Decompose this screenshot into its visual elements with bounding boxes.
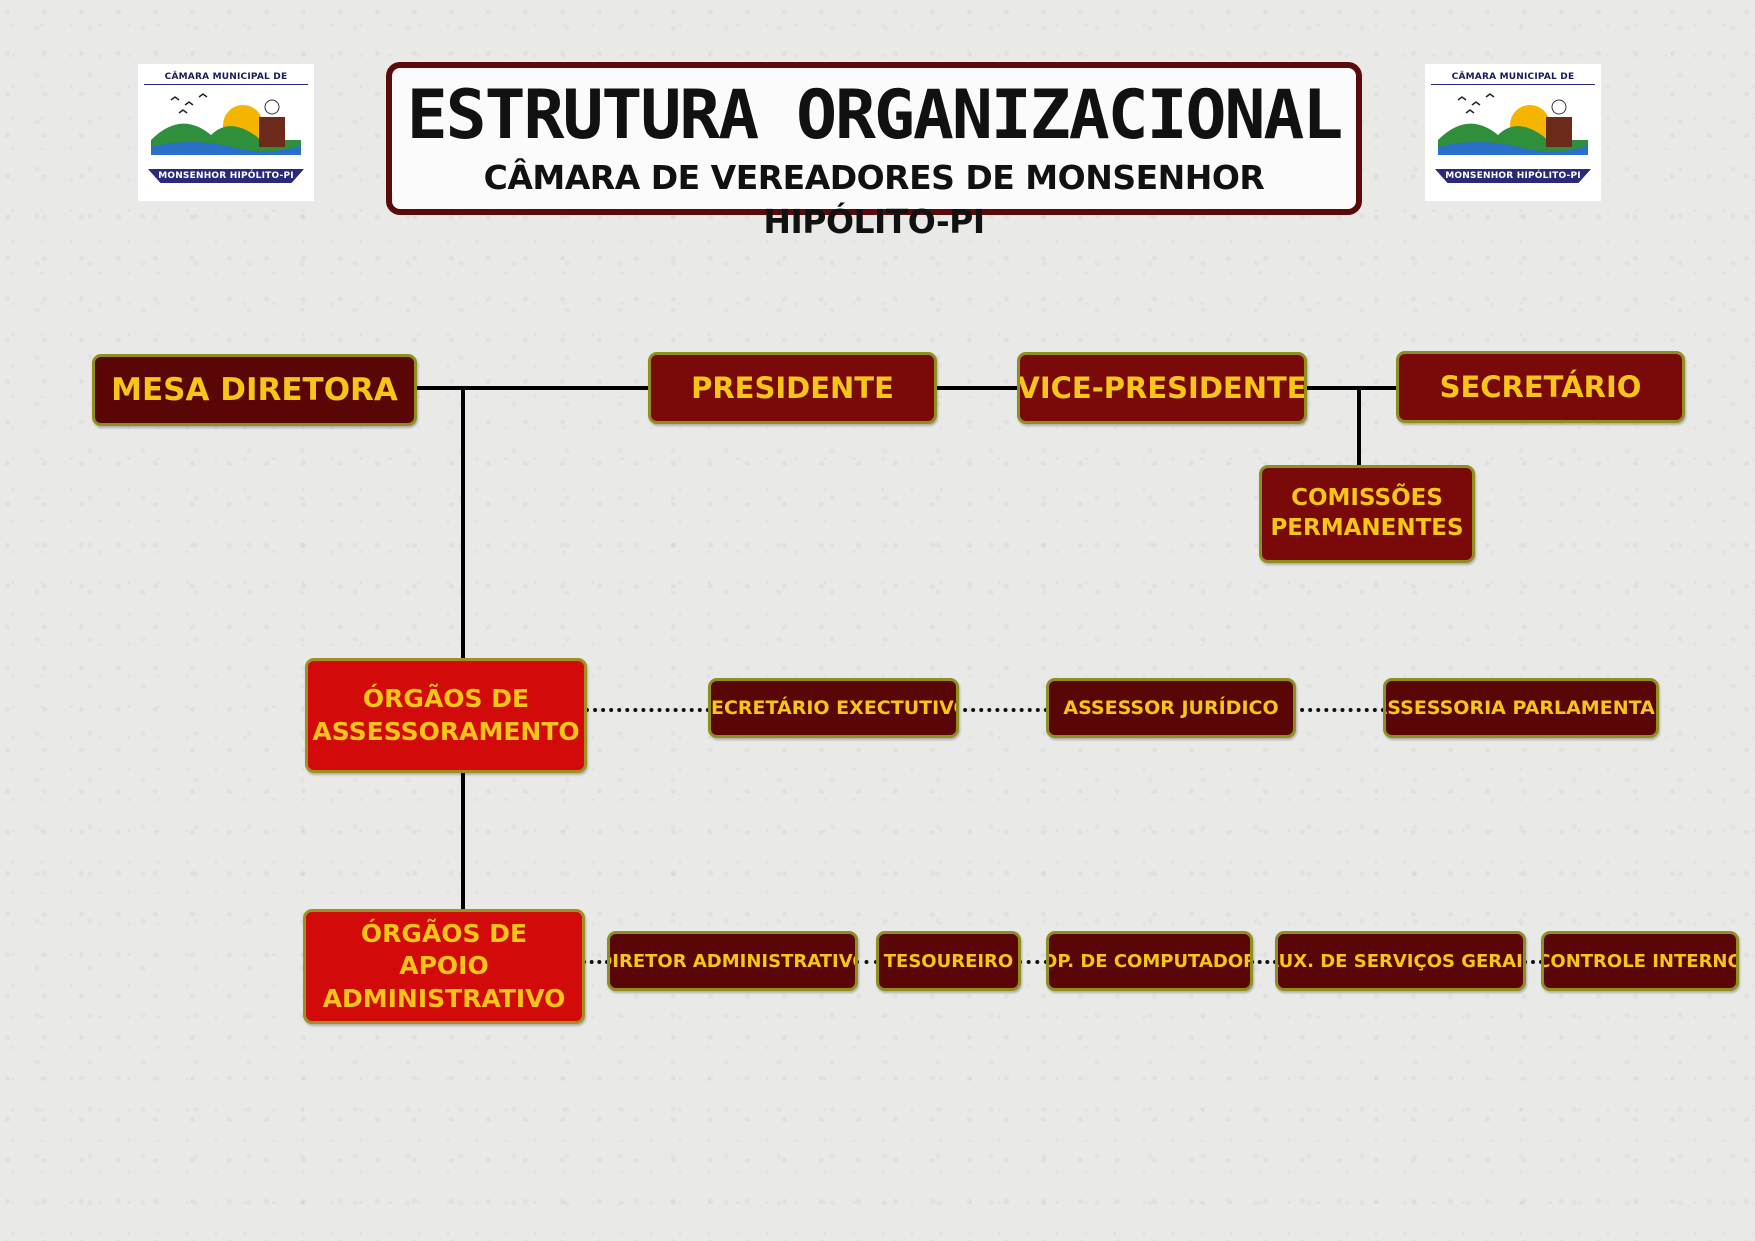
- connector-comissoes: [1357, 386, 1361, 466]
- dotted-connector: [855, 960, 878, 964]
- logo-emblem-icon: [1438, 93, 1588, 155]
- connector-mesa-presidente: [415, 386, 650, 390]
- dotted-connector: [1292, 708, 1385, 712]
- node-aux-servicos-gerais: AUX. DE SERVIÇOS GERAIS: [1275, 931, 1526, 991]
- node-vice-presidente: VICE-PRESIDENTE: [1017, 352, 1307, 424]
- logo-top-text: CÂMARA MUNICIPAL DE: [144, 70, 308, 85]
- logo-emblem-icon: [151, 93, 301, 155]
- connector-mesa-assessoramento: [461, 386, 465, 661]
- dotted-connector: [1523, 960, 1543, 964]
- page-title: ESTRUTURA ORGANIZACIONAL: [406, 76, 1344, 155]
- dotted-connector: [1250, 960, 1277, 964]
- node-controle-interno: CONTROLE INTERNO: [1541, 931, 1739, 991]
- dotted-connector: [1018, 960, 1048, 964]
- connector-vice-secretario: [1305, 386, 1400, 390]
- node-diretor-administrativo: DIRETOR ADMINISTRATIVO: [607, 931, 858, 991]
- node-comissoes-permanentes: COMISSÕES PERMANENTES: [1259, 465, 1475, 563]
- connector-presidente-vice: [935, 386, 1020, 390]
- node-tesoureiro: TESOUREIRO: [876, 931, 1021, 991]
- page-subtitle: CÂMARA DE VEREADORES DE MONSENHOR HIPÓLI…: [483, 158, 1265, 241]
- dotted-connector: [585, 708, 710, 712]
- node-op-computador: OP. DE COMPUTADOR: [1046, 931, 1253, 991]
- node-assessor-juridico: ASSESSOR JURÍDICO: [1046, 678, 1296, 738]
- node-orgaos-apoio: ÓRGÃOS DE APOIO ADMINISTRATIVO: [303, 909, 585, 1024]
- logo-top-text: CÂMARA MUNICIPAL DE: [1431, 70, 1595, 85]
- logo-right: CÂMARA MUNICIPAL DE MONSENHOR HIPÓLITO-P…: [1425, 64, 1601, 201]
- connector-assessoramento-apoio: [461, 770, 465, 910]
- node-secretario-executivo: SECRETÁRIO EXECTUTIVO: [708, 678, 959, 738]
- node-assessoria-parlamentar: ASSESSORIA PARLAMENTAR: [1383, 678, 1659, 738]
- node-orgaos-assessoramento: ÓRGÃOS DE ASSESSORAMENTO: [305, 658, 587, 773]
- node-mesa-diretora: MESA DIRETORA: [92, 354, 417, 426]
- logo-left: CÂMARA MUNICIPAL DE MONSENHOR HIPÓLITO-P…: [138, 64, 314, 201]
- node-presidente: PRESIDENTE: [648, 352, 937, 424]
- node-secretario: SECRETÁRIO: [1396, 351, 1685, 423]
- logo-bottom-text: MONSENHOR HIPÓLITO-PI: [148, 169, 304, 183]
- dotted-connector: [955, 708, 1048, 712]
- logo-bottom-text: MONSENHOR HIPÓLITO-PI: [1435, 169, 1591, 183]
- dotted-connector: [582, 960, 609, 964]
- title-box: ESTRUTURA ORGANIZACIONAL CÂMARA DE VEREA…: [386, 62, 1362, 241]
